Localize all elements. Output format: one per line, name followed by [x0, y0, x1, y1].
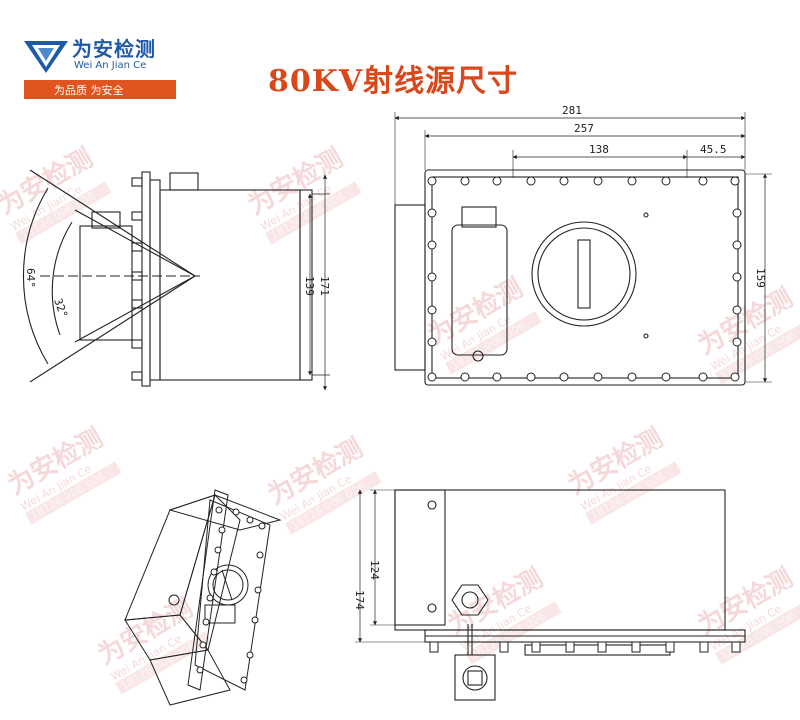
- front-offset-label: 45.5: [700, 143, 727, 156]
- brand-slogan-bar: 为品质 为安全: [24, 80, 176, 99]
- bottom-inner-height-label: 124: [368, 560, 381, 580]
- side-view: [22, 169, 330, 391]
- brand-name-en: Wei An Jian Ce: [74, 60, 147, 71]
- bottom-view-bolts: [429, 641, 741, 653]
- brand-name: 为安检测: [72, 37, 156, 61]
- flange-bolts: [131, 177, 143, 381]
- front-height-label: 159: [754, 268, 767, 288]
- side-angle-outer-label: 64°: [24, 268, 37, 288]
- isometric-bolts: [196, 506, 266, 684]
- bottom-outer-height-label: 174: [353, 590, 366, 610]
- brand-logo-icon: [24, 41, 68, 73]
- bottom-view: [355, 489, 746, 701]
- front-window-span-label: 138: [589, 143, 609, 156]
- brand-slogan: 为品质 为安全: [54, 84, 124, 97]
- side-outer-height-label: 171: [318, 276, 331, 296]
- page-title: 80KV射线源尺寸: [268, 64, 519, 99]
- side-inner-height-label: 139: [303, 276, 316, 296]
- isometric-view: [124, 489, 282, 706]
- front-bolts: [427, 176, 742, 382]
- front-body-width-label: 257: [574, 122, 594, 135]
- side-angle-inner-label: 32°: [51, 297, 70, 320]
- front-overall-width-label: 281: [562, 104, 582, 117]
- brand-logo-block: 为安检测 Wei An Jian Ce 为品质 为安全: [22, 33, 182, 103]
